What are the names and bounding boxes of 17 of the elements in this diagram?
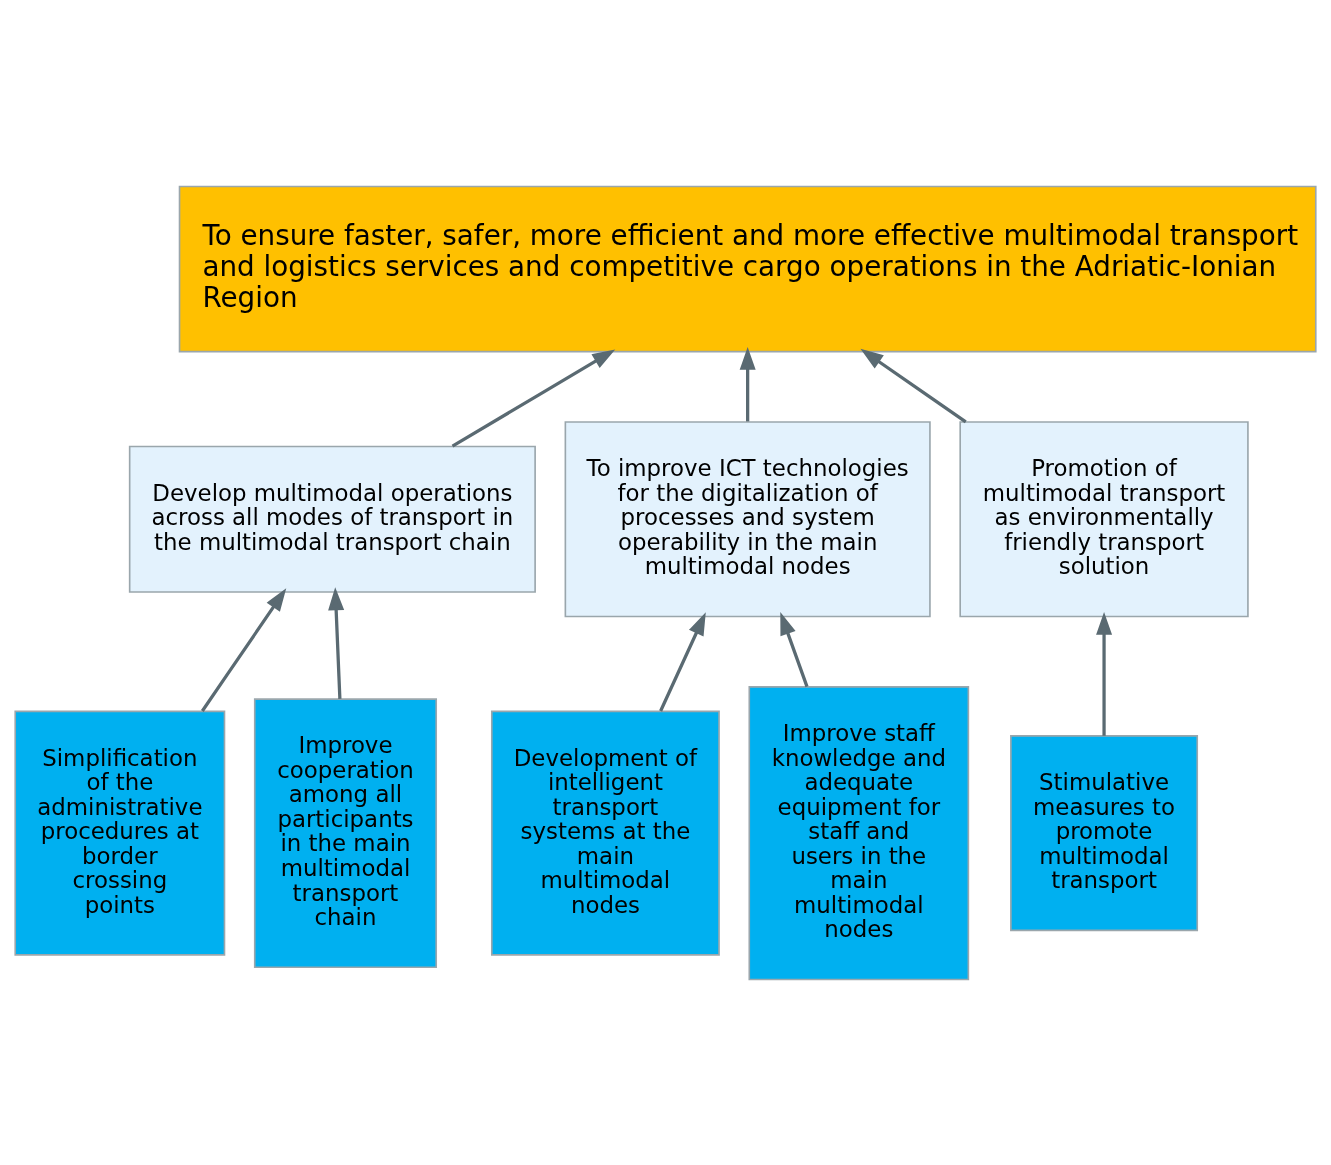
node-box: Promotion of multimodal transport as environmentally friendly transport solution: [959, 420, 1249, 617]
arrow: [739, 346, 756, 421]
node-box: Development of intelligent transport systems at the main multimodal nodes: [490, 710, 720, 956]
node-box: Develop multimodal operations across all modes of transport in the multimodal transport chain: [128, 445, 536, 593]
node-box: To ensure faster, safer, more efficient and more effective multimodal transport and logistics services and competitive cargo operations in the Adriatic-Ionian Region: [178, 185, 1317, 352]
arrow: [328, 586, 345, 699]
arrow: [1096, 611, 1113, 736]
arrow: [659, 611, 706, 712]
arrow: [201, 587, 287, 712]
node-box: Improve cooperation among all participants in the main multimodal transport chain: [253, 697, 438, 968]
node-box: Improve staff knowledge and adequate equipment for staff and users in the main multimodal nodes: [748, 685, 970, 980]
node-box: Simplification of the administrative procedures at border crossing points: [14, 710, 226, 956]
node-box: To improve ICT technologies for the digitalization of processes and system operability in the main multimodal nodes: [564, 420, 931, 617]
node-box: Stimulative measures to promote multimodal transport: [1010, 734, 1199, 931]
arrow: [780, 611, 809, 687]
arrow: [451, 348, 616, 448]
arrow: [860, 348, 967, 423]
